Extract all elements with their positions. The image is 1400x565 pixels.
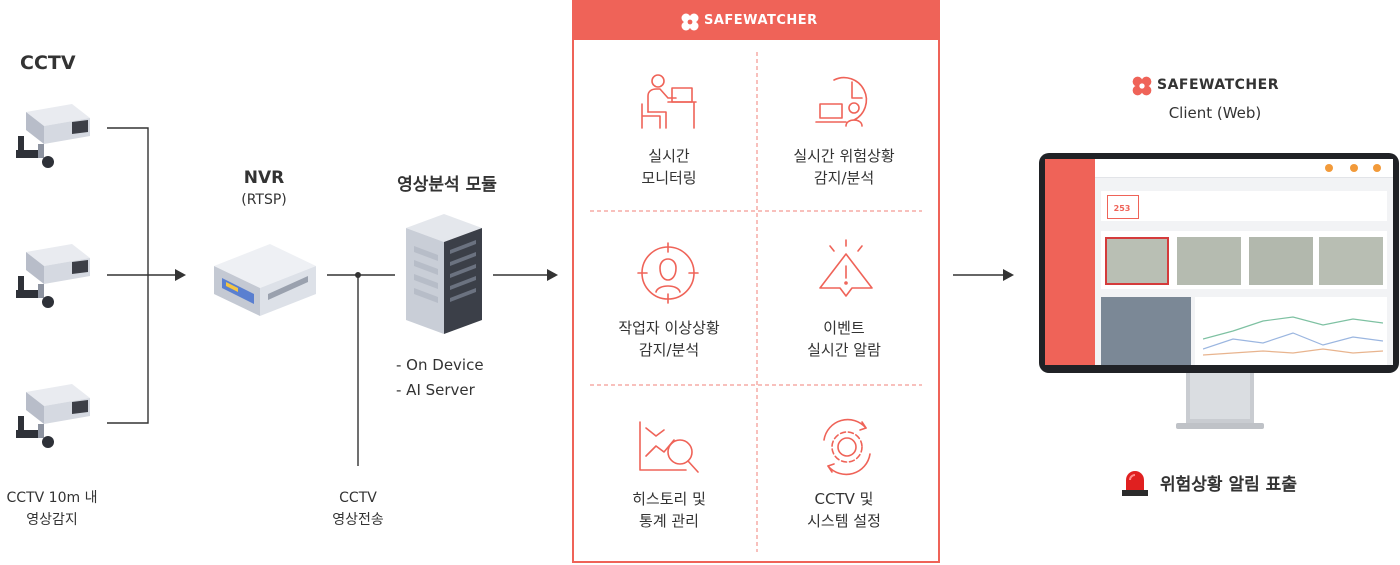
dashboard-camera-thumb [1177, 237, 1241, 285]
alert-text: 위험상황 알림 표출 [1160, 475, 1297, 495]
dashboard-stat-row [1101, 191, 1387, 221]
dashboard-line-chart [1203, 316, 1383, 356]
transfer-caption-line: CCTV [339, 490, 377, 506]
cctv-camera-icon [16, 104, 90, 168]
dashboard-camera-thumb [1319, 237, 1383, 285]
panel-header: SAFEWATCHER [574, 2, 938, 40]
feature-label-worker-detection: 작업자 이상상황 감지/분석 [584, 317, 754, 361]
warning-triangle-icon [819, 239, 873, 297]
cctv-title: CCTV [20, 52, 76, 74]
feature-line: 히스토리 및 [632, 490, 706, 508]
history-chart-icon [639, 421, 699, 473]
transfer-caption-line: 영상전송 [332, 512, 384, 528]
dashboard-sidebar [1045, 159, 1095, 365]
feature-line: 실시간 알람 [807, 341, 881, 359]
monitor-stand [1176, 373, 1264, 429]
dashboard-topbar-dot [1325, 164, 1333, 172]
panel-brand: SAFEWATCHER [704, 13, 818, 28]
analysis-item: - On Device [396, 356, 484, 374]
client-subtitle: Client (Web) [1168, 104, 1262, 122]
dashboard-count: 253 [1113, 204, 1131, 213]
feature-label-risk-detection: 실시간 위험상황 감지/분석 [759, 145, 929, 189]
feature-line: 시스템 설정 [807, 512, 881, 530]
safewatcher-logo-icon [1132, 76, 1152, 96]
feature-line: 이벤트 [823, 319, 865, 337]
siren-icon [1122, 471, 1148, 496]
feature-label-settings: CCTV 및 시스템 설정 [759, 488, 929, 532]
nvr-device-icon [214, 244, 316, 316]
feature-label-event-alarm: 이벤트 실시간 알람 [759, 317, 929, 361]
worker-target-icon [637, 242, 699, 304]
monitoring-person-icon [641, 74, 697, 129]
dashboard-camera-thumb [1105, 237, 1169, 285]
feature-line: 감지/분석 [638, 341, 700, 359]
dashboard-live-view [1101, 297, 1191, 365]
dashboard-topbar-dot [1373, 164, 1381, 172]
feature-label-monitoring: 실시간 모니터링 [584, 145, 754, 189]
client-brand: SAFEWATCHER [1157, 77, 1279, 93]
clock-alert-icon [815, 76, 868, 127]
settings-gear-icon [823, 418, 871, 476]
feature-line: 실시간 [648, 147, 690, 165]
dashboard-topbar-dot [1350, 164, 1358, 172]
cctv-caption-line: CCTV 10m 내 [6, 490, 98, 506]
safewatcher-logo-icon [681, 13, 699, 31]
cctv-caption: CCTV 10m 내 영상감지 [0, 487, 104, 531]
dashboard-topbar [1095, 159, 1393, 178]
feature-line: 실시간 위험상황 [793, 147, 895, 165]
feature-line: CCTV 및 [814, 490, 874, 508]
panel-dividers [590, 52, 922, 552]
nvr-title: NVR [243, 168, 285, 188]
feature-line: 작업자 이상상황 [618, 319, 720, 337]
dashboard-count-box [1107, 195, 1139, 219]
safewatcher-panel: SAFEWATCHER [572, 0, 940, 563]
cctv-camera-icon [16, 244, 90, 308]
dashboard-screen: 253 [1045, 159, 1393, 365]
server-icon [406, 214, 482, 334]
analysis-title: 영상분석 모듈 [397, 175, 497, 195]
transfer-caption: CCTV 영상전송 [318, 487, 398, 531]
cctv-camera-icon [16, 384, 90, 448]
feature-line: 통계 관리 [639, 512, 699, 530]
nvr-subtitle: (RTSP) [241, 192, 287, 208]
cctv-caption-line: 영상감지 [26, 512, 78, 528]
feature-line: 감지/분석 [813, 169, 875, 187]
feature-line: 모니터링 [641, 169, 697, 187]
dashboard-camera-thumb [1249, 237, 1313, 285]
analysis-item: - AI Server [396, 381, 475, 399]
feature-label-history: 히스토리 및 통계 관리 [584, 488, 754, 532]
